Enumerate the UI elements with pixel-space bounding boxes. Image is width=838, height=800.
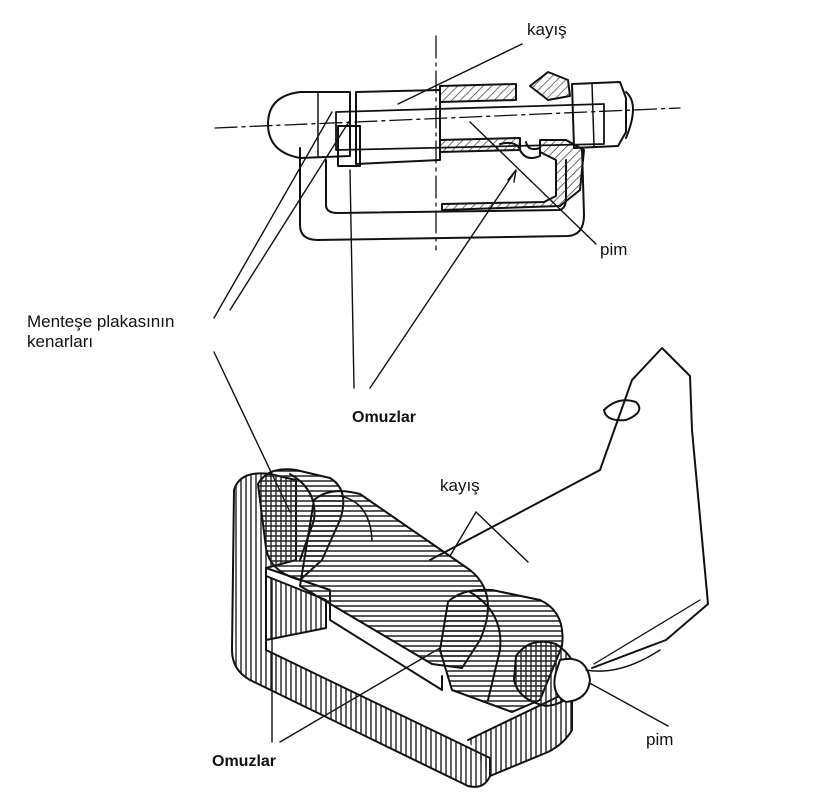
leader-shoulders-top-2 [369, 169, 517, 389]
pin-cap [267, 91, 351, 159]
leader-pin-bottom [583, 679, 669, 727]
frame-outer-outline [299, 147, 585, 241]
plate-lower-edge [593, 599, 701, 665]
leader-arrowhead [507, 169, 517, 183]
horizontal-centerline [214, 107, 681, 129]
section-block-lower [439, 137, 521, 153]
leader-strap-bottom-2 [475, 511, 529, 563]
strap-body [355, 89, 441, 165]
pin-end [625, 91, 634, 139]
mounting-hole [603, 399, 641, 422]
mounting-plate [429, 347, 709, 669]
bracket-front-face [231, 472, 491, 788]
leader-edges-upper-1 [213, 111, 333, 319]
hinge-pin-shaft [335, 103, 605, 151]
label-pin-top: pim [600, 240, 628, 259]
retainer-pin [499, 141, 541, 159]
pin-nut [571, 81, 627, 149]
section-block-upper [439, 83, 517, 103]
leader-edges-upper-2 [229, 119, 351, 311]
leader-strap-bottom-1 [449, 511, 477, 557]
label-shoulders-top: Omuzlar [352, 409, 417, 426]
label-shoulders-bottom: Omuzlar [212, 753, 277, 770]
label-pin-bottom: pim [646, 730, 674, 749]
perspective-view [231, 347, 709, 788]
label-strap-top: kayış [527, 20, 567, 39]
strap-roll-highlight [339, 495, 373, 541]
bracket-inner-face [265, 575, 327, 641]
leader-strap-top [397, 43, 523, 105]
bracket-bottom-face [467, 689, 573, 777]
right-knuckle-shoulder [469, 591, 502, 701]
shoulder-block [337, 125, 361, 167]
label-hinge-plate-edges: Menteşe plakasının kenarları [27, 312, 175, 351]
section-boss-top [529, 71, 571, 101]
label-strap-bottom: kayış [440, 476, 480, 495]
pin-end-3d [553, 658, 591, 703]
nut-facet [591, 82, 595, 147]
section-view [214, 35, 681, 251]
leader-pin-top [469, 121, 597, 245]
leader-shoulders-top-1 [349, 169, 355, 389]
pin-retainer-wire [585, 649, 661, 672]
